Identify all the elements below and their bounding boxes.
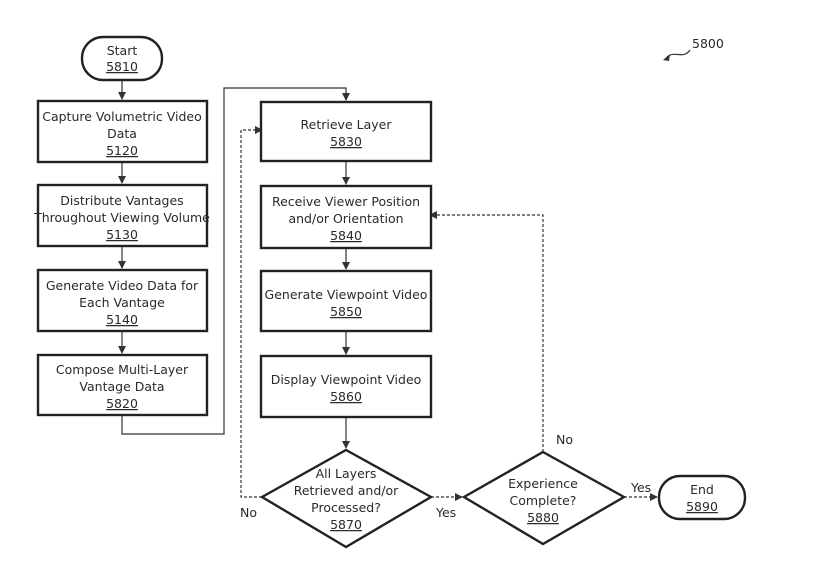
figure-reference: 5800 — [663, 36, 724, 61]
node-retrieve: Retrieve Layer 5830 — [259, 100, 433, 163]
receive-label-line-2: and/or Orientation — [288, 211, 403, 226]
edge-layers-no-to-retrieve — [240, 126, 263, 498]
experience-diamond — [461, 450, 627, 546]
capture-label-line-2: Data — [107, 126, 137, 141]
capture-box — [36, 99, 209, 164]
generate-video-ref: 5140 — [106, 312, 138, 327]
generate-viewpoint-box — [259, 269, 433, 333]
capture-label-line-1: Capture Volumetric Video — [42, 109, 202, 124]
edge-label-layers-yes: Yes — [435, 505, 456, 520]
start-terminal-shape — [80, 35, 164, 82]
compose-ref: 5820 — [106, 396, 138, 411]
edge-label-experience-no: No — [556, 432, 573, 447]
experience-label-line-1: Experience — [508, 476, 578, 491]
capture-ref: 5120 — [106, 143, 138, 158]
retrieve-box — [259, 100, 433, 163]
distribute-ref: 5130 — [106, 227, 138, 242]
generate-viewpoint-ref: 5850 — [330, 304, 362, 319]
node-all-layers-decision: All Layers Retrieved and/or Processed? 5… — [259, 448, 434, 549]
edge-label-experience-yes: Yes — [630, 480, 651, 495]
compose-box — [36, 353, 209, 417]
all-layers-label-line-2: Retrieved and/or — [294, 483, 399, 498]
display-box — [259, 354, 433, 419]
compose-label-line-1: Compose Multi-Layer — [56, 362, 189, 377]
end-ref: 5890 — [686, 499, 718, 514]
node-start: Start 5810 — [80, 35, 164, 82]
distribute-box — [36, 183, 209, 248]
edge-label-layers-no: No — [240, 505, 257, 520]
node-capture: Capture Volumetric Video Data 5120 — [36, 99, 209, 164]
node-generate-viewpoint: Generate Viewpoint Video 5850 — [259, 269, 433, 333]
retrieve-label: Retrieve Layer — [301, 117, 393, 132]
generate-video-label-line-1: Generate Video Data for — [46, 278, 199, 293]
connectors — [118, 80, 658, 501]
receive-ref: 5840 — [330, 228, 362, 243]
end-label: End — [690, 482, 714, 497]
figure-reference-arrowhead — [663, 54, 670, 61]
end-terminal-shape — [657, 474, 747, 521]
receive-box — [259, 184, 433, 250]
experience-label-line-2: Complete? — [510, 493, 577, 508]
node-experience-decision: Experience Complete? 5880 — [461, 450, 627, 546]
generate-viewpoint-label: Generate Viewpoint Video — [265, 287, 428, 302]
node-end: End 5890 — [657, 474, 747, 521]
start-label: Start — [107, 43, 138, 58]
distribute-label-line-1: Distribute Vantages — [60, 193, 183, 208]
node-compose: Compose Multi-Layer Vantage Data 5820 — [36, 353, 209, 417]
generate-video-box — [36, 268, 209, 333]
experience-ref: 5880 — [527, 510, 559, 525]
start-ref: 5810 — [106, 59, 138, 74]
retrieve-ref: 5830 — [330, 134, 362, 149]
compose-label-line-2: Vantage Data — [79, 379, 164, 394]
figure-reference-squiggle — [666, 49, 691, 58]
node-display: Display Viewpoint Video 5860 — [259, 354, 433, 419]
edge-experience-no-to-receive — [429, 211, 544, 452]
node-receive: Receive Viewer Position and/or Orientati… — [259, 184, 433, 250]
all-layers-label-line-3: Processed? — [311, 500, 381, 515]
display-label: Display Viewpoint Video — [271, 372, 422, 387]
display-ref: 5860 — [330, 389, 362, 404]
node-distribute: Distribute Vantages Throughout Viewing V… — [33, 183, 210, 248]
receive-label-line-1: Receive Viewer Position — [272, 194, 420, 209]
figure-reference-label: 5800 — [692, 36, 724, 51]
distribute-label-line-2: Throughout Viewing Volume — [33, 210, 210, 225]
all-layers-label-line-1: All Layers — [316, 466, 377, 481]
node-generate-video: Generate Video Data for Each Vantage 514… — [36, 268, 209, 333]
all-layers-diamond — [259, 448, 434, 549]
edge-compose-to-retrieve — [121, 87, 350, 435]
all-layers-ref: 5870 — [330, 517, 362, 532]
generate-video-label-line-2: Each Vantage — [79, 295, 165, 310]
